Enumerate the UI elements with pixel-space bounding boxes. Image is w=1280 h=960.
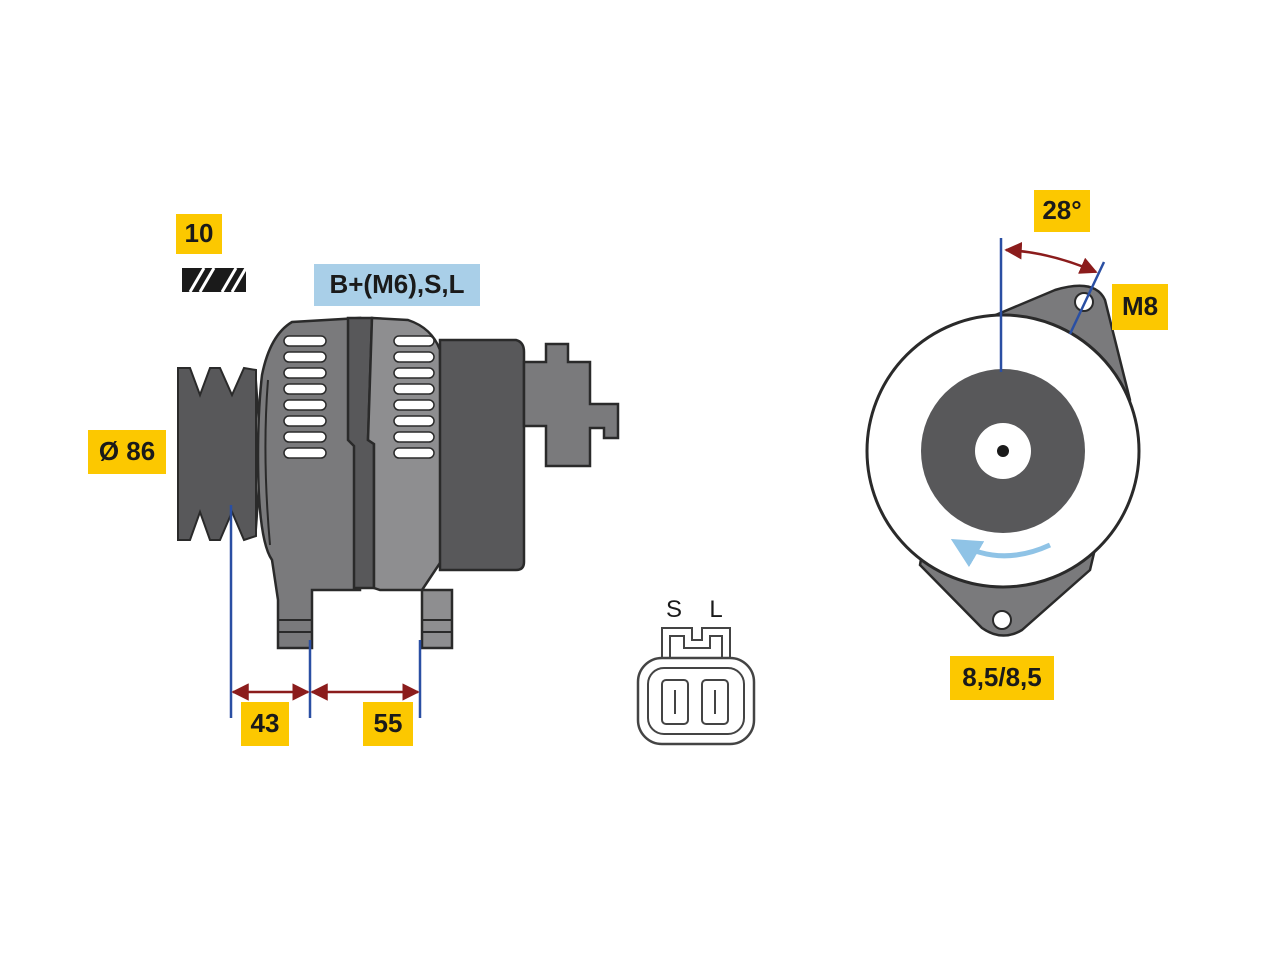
hatched-rib-icon: [182, 267, 248, 293]
angle-arrow: [1004, 241, 1098, 274]
pulley: [177, 366, 260, 542]
shaft-inner: [997, 445, 1009, 457]
alternator-side-view: [177, 316, 620, 650]
alternator-front-view: [865, 238, 1141, 637]
label-terminals: B+(M6),S,L: [314, 264, 480, 306]
plug-label-l: L: [709, 596, 722, 623]
connector-block: [522, 342, 620, 468]
dim-55-text: 55: [374, 708, 403, 738]
dim-43-text: 43: [251, 708, 280, 738]
label-ribs: 10: [176, 214, 222, 254]
side-dimensions: [229, 505, 422, 718]
label-pulley-diameter: Ø 86: [88, 430, 166, 474]
rear-cover: [438, 338, 526, 572]
ribs-text: 10: [185, 218, 214, 248]
terminals-text: B+(M6),S,L: [329, 269, 464, 299]
front-housing: [256, 316, 362, 650]
label-angle: 28°: [1034, 190, 1090, 232]
bolt-text: M8: [1122, 291, 1158, 321]
mount-holes-text: 8,5/8,5: [962, 662, 1042, 692]
plug-label-s: S: [666, 596, 682, 623]
front-vents: [283, 335, 327, 459]
label-dim-43: 43: [241, 702, 289, 746]
rotation-arrow-icon: [950, 538, 1052, 568]
connector-plug: S L: [636, 596, 756, 746]
pulley-diameter-text: Ø 86: [99, 436, 155, 466]
label-dim-55: 55: [363, 702, 413, 746]
label-mount-holes: 8,5/8,5: [950, 656, 1054, 700]
rear-vents: [393, 335, 435, 459]
mount-hole-bottom: [992, 610, 1012, 630]
angle-text: 28°: [1042, 195, 1081, 225]
label-bolt: M8: [1112, 284, 1168, 330]
